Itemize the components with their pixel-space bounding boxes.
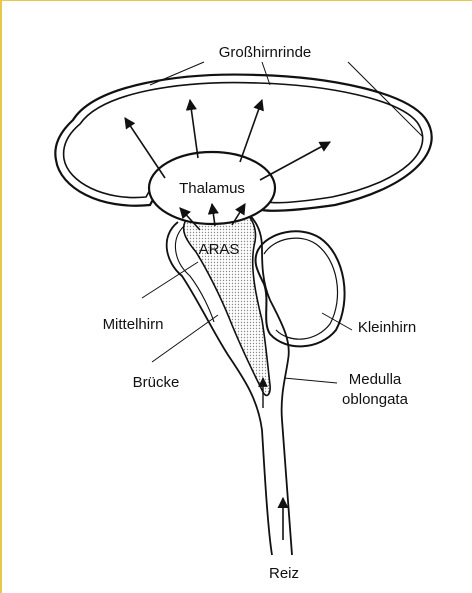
label-cortex: Großhirnrinde: [219, 44, 312, 61]
label-stimulus: Reiz: [269, 565, 299, 582]
label-medulla-line1: Medulla: [349, 371, 402, 388]
label-pons: Brücke: [133, 374, 180, 391]
label-medulla-line2: oblongata: [342, 391, 409, 408]
label-midbrain: Mittelhirn: [103, 316, 164, 333]
label-cerebellum: Kleinhirn: [358, 319, 416, 336]
label-thalamus: Thalamus: [179, 180, 245, 197]
label-aras: ARAS: [199, 241, 240, 258]
cerebellum: [256, 231, 345, 346]
